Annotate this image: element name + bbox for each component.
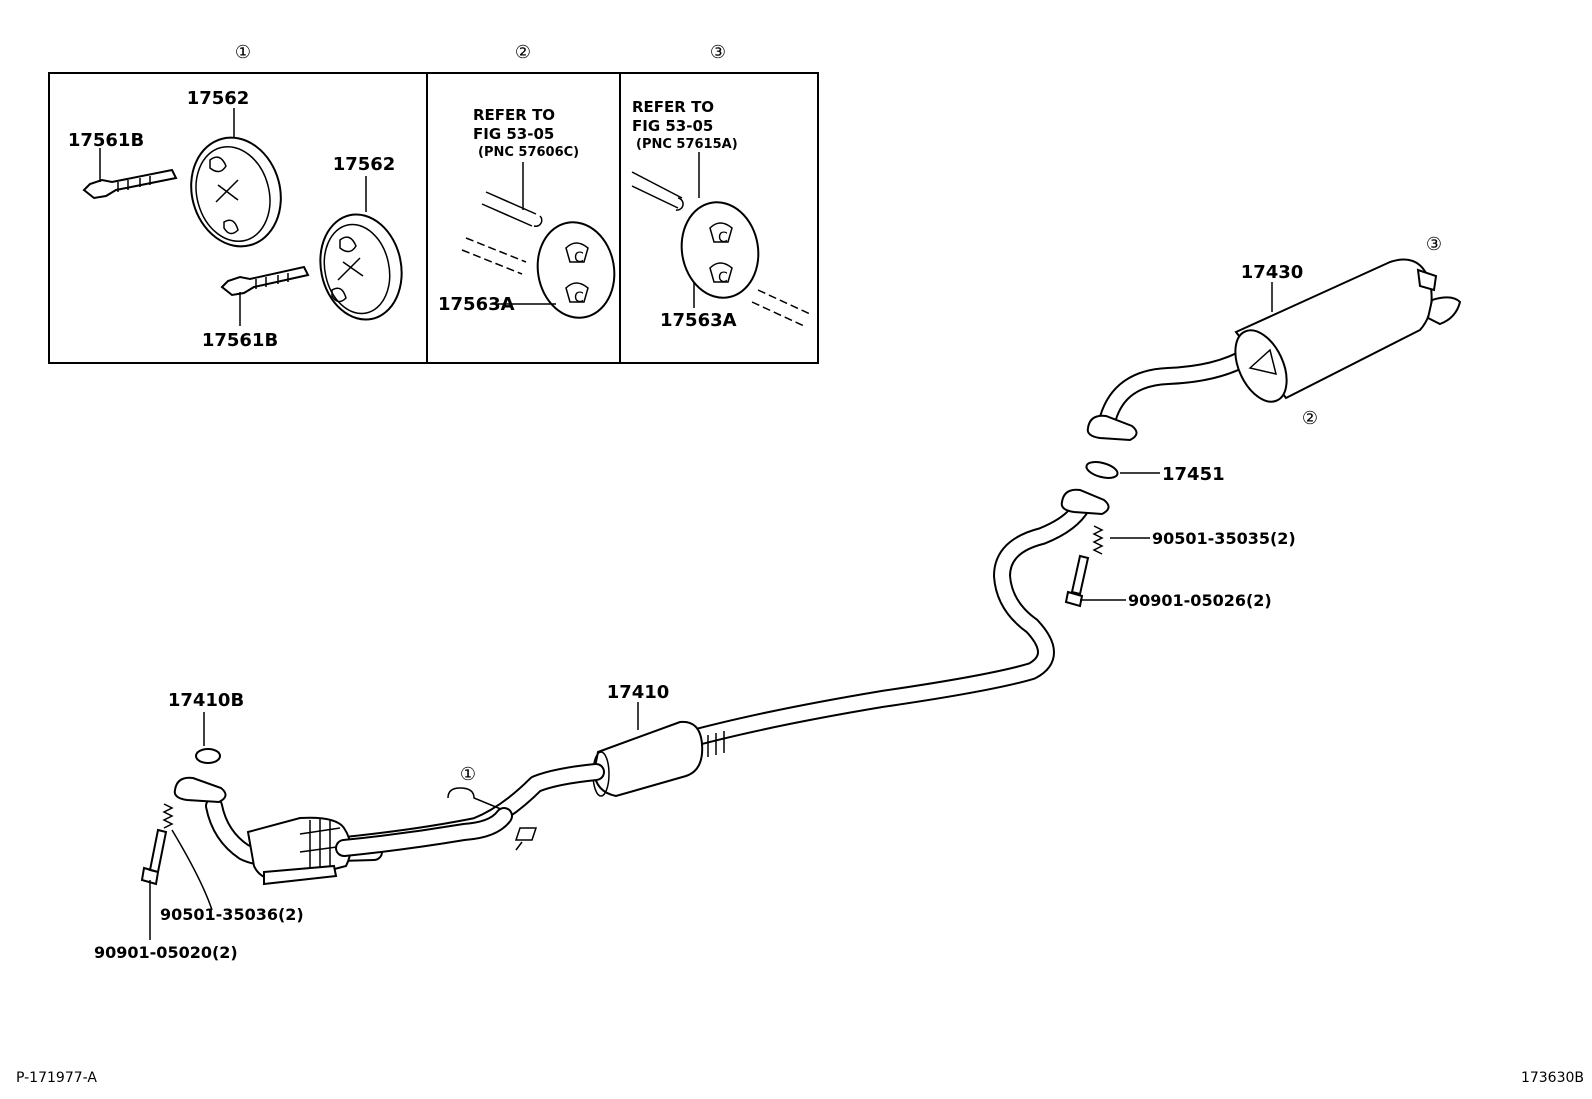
inset-2-marker: ② (515, 42, 531, 63)
svg-text:C: C (574, 290, 584, 306)
front-spring-bolt (140, 803, 174, 886)
inset-2-refer-line3: (PNC 57606C) (478, 145, 579, 160)
front-pipe-flange (173, 776, 227, 804)
muffler-tail (1416, 268, 1462, 326)
muffler-end-cap (1234, 329, 1288, 403)
bolt-17561b-top (82, 168, 178, 200)
inset-frame (48, 72, 819, 364)
hanger-marker-1: ① (460, 764, 476, 785)
inset-3-refer-line2: FIG 53-05 (632, 117, 713, 135)
bolt-front (140, 828, 168, 886)
inset-3-pipe-upper (631, 171, 683, 209)
label-17561b-top: 17561B (68, 130, 144, 151)
label-17451: 17451 (1162, 464, 1225, 485)
rubber-17563a-inset-2: C C (536, 221, 616, 319)
inset-1-content: 17562 17561B 17562 17561B (68, 88, 403, 351)
inset-panels: ① ② ③ (48, 42, 819, 364)
muffler-flange (1086, 414, 1138, 442)
muffler-assembly (1086, 258, 1462, 442)
leader-90501-35036 (171, 829, 213, 911)
label-90901-05026: 90901-05026(2) (1128, 591, 1272, 610)
inset-3-marker: ③ (710, 42, 726, 63)
inset-3-refer-line3: (PNC 57615A) (636, 137, 738, 152)
svg-text:C: C (718, 230, 728, 246)
gasket-17451 (1085, 461, 1119, 479)
inset-2-refer-line2: FIG 53-05 (473, 125, 554, 143)
inset-2-content: REFER TO FIG 53-05 (PNC 57606C) C C 1756… (438, 106, 616, 319)
rubber-mount-right (319, 213, 403, 321)
label-90501-35035: 90501-35035(2) (1152, 529, 1296, 548)
inset-3-content: REFER TO FIG 53-05 (PNC 57615A) C C 1756… (631, 98, 811, 331)
inset-3-refer-line1: REFER TO (632, 98, 714, 116)
rubber-mount-top (190, 136, 282, 248)
bolt-17561b-bottom (220, 265, 310, 297)
label-90901-05020: 90901-05020(2) (94, 943, 238, 962)
muffler-marker-2: ② (1302, 408, 1318, 429)
label-17410: 17410 (607, 682, 670, 703)
center-pipe-assembly (327, 488, 1110, 855)
hanger-bracket-front (514, 827, 538, 851)
resonator-body (592, 720, 704, 798)
label-17563a-inset-2: 17563A (438, 294, 515, 315)
inset-2-refer-line1: REFER TO (473, 106, 555, 124)
label-17562-right: 17562 (333, 154, 396, 175)
inset-3-pipe-lower (751, 289, 811, 327)
label-17430: 17430 (1241, 262, 1304, 283)
rubber-17563a-inset-3: C C (680, 201, 760, 299)
center-pipe-flange-rear (1060, 488, 1110, 516)
svg-text:C: C (574, 250, 584, 266)
inset-1-marker: ① (235, 42, 251, 63)
label-17562-top: 17562 (187, 88, 250, 109)
spring-front (162, 803, 174, 829)
spring-rear (1092, 525, 1104, 555)
svg-text:C: C (718, 270, 728, 286)
label-90501-35036: 90501-35036(2) (160, 905, 304, 924)
rear-spring-bolt (1064, 525, 1104, 608)
front-pipe-assembly (173, 776, 513, 886)
label-17561b-bottom: 17561B (202, 330, 278, 351)
label-17410b: 17410B (168, 690, 244, 711)
inset-2-pipe-upper (481, 191, 537, 227)
hanger-rod-front (447, 787, 509, 813)
gasket-17410b (195, 748, 221, 764)
footer-left-code: P-171977-A (16, 1070, 97, 1086)
label-17563a-inset-3: 17563A (660, 310, 737, 331)
muffler-marker-3: ③ (1426, 234, 1442, 255)
bolt-rear (1064, 554, 1090, 608)
inset-2-pipe-lower (461, 237, 527, 275)
footer-right-code: 173630B (1521, 1070, 1584, 1086)
